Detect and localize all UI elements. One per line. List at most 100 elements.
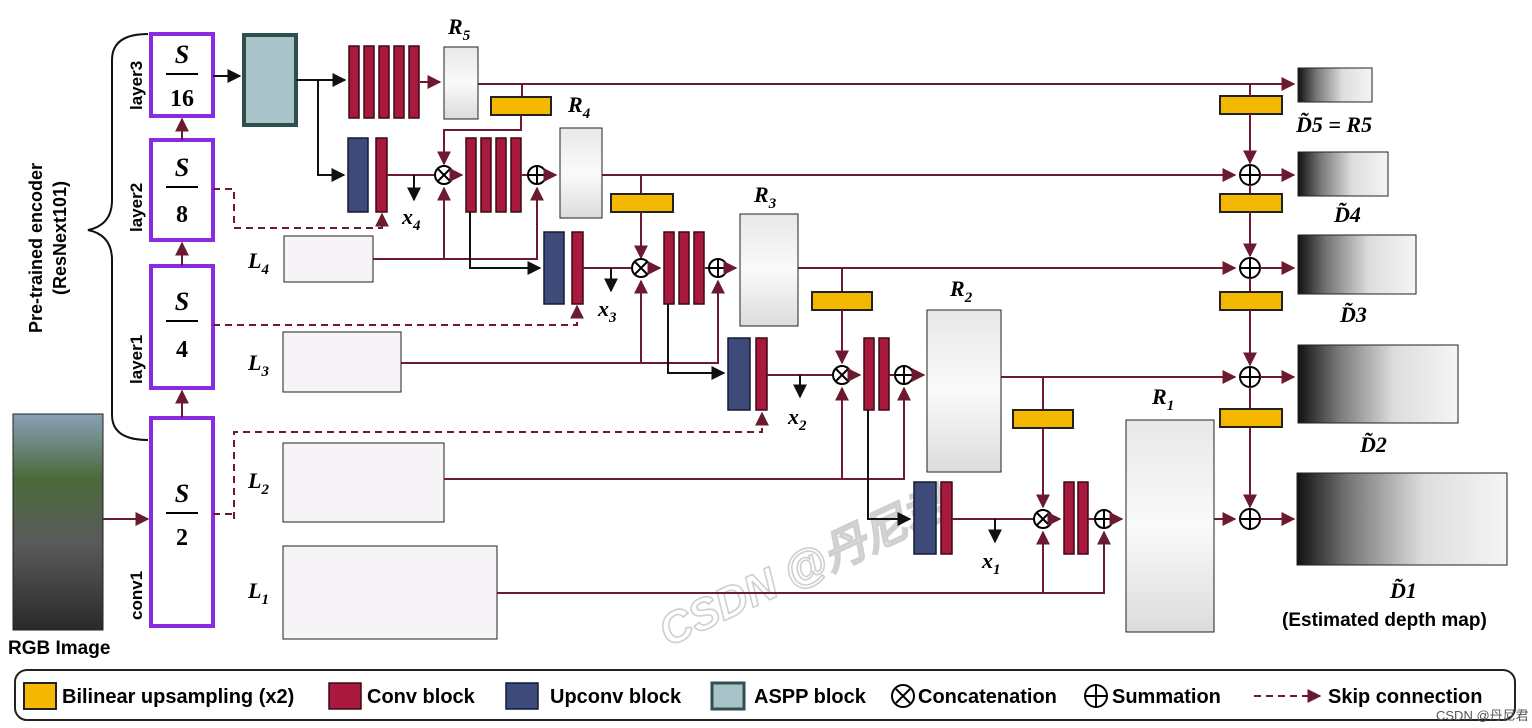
d3-map: [1297, 234, 1417, 295]
l2-label: L2: [247, 468, 269, 498]
credit: CSDN @丹尼君: [1436, 708, 1529, 723]
legend-upconv-swatch: [505, 682, 539, 710]
r4-label: R4: [567, 92, 591, 122]
x4-label: x4: [401, 204, 421, 234]
l3-label: L3: [247, 350, 269, 380]
svg-text:layer3: layer3: [127, 61, 146, 110]
r4-map: [559, 127, 603, 219]
upsample-d2: [1219, 408, 1283, 428]
encoder-bracket: [87, 33, 149, 441]
r2-map: [926, 309, 1002, 473]
conv-block-r1: [1063, 481, 1089, 555]
d4-label: D̃4: [1333, 202, 1361, 227]
svg-text:8: 8: [176, 202, 188, 228]
svg-text:layer2: layer2: [127, 183, 146, 232]
svg-text:4: 4: [176, 337, 188, 363]
x2-label: x2: [787, 404, 807, 434]
concat-node-3: [631, 258, 651, 278]
legend-aspp: ASPP block: [754, 686, 867, 708]
legend-skip: Skip connection: [1328, 686, 1482, 708]
d1-label: D̃1: [1389, 578, 1417, 603]
d5-map: [1297, 67, 1373, 103]
legend: Bilinear upsampling (x2) Conv block Upco…: [14, 669, 1516, 721]
skip-layer1: [213, 304, 584, 326]
svg-text:S: S: [175, 287, 189, 316]
rgb-image: [12, 413, 104, 631]
aspp-block: [242, 33, 298, 127]
encoder-stage-layer3: S 16 layer3: [127, 32, 215, 118]
r3-label: R3: [753, 182, 777, 212]
legend-aspp-swatch: [710, 681, 746, 711]
d5-label: D̃5 = R5: [1295, 112, 1372, 137]
upsample-r2: [1012, 409, 1074, 429]
concat-node-1: [1033, 509, 1053, 529]
sum-node-r1: [1094, 509, 1114, 529]
svg-text:S: S: [175, 479, 189, 508]
l3-map: [282, 331, 402, 393]
sum-node-r3: [708, 258, 728, 278]
sum-node-r4: [527, 165, 547, 185]
sum-node-d1: [1239, 508, 1261, 530]
svg-text:16: 16: [170, 86, 194, 112]
sum-node-d2: [1239, 366, 1261, 388]
legend-upconv: Upconv block: [550, 686, 682, 708]
legend-concat-icon: [891, 684, 915, 708]
d1-caption: (Estimated depth map): [1282, 610, 1487, 631]
legend-concat: Concatenation: [918, 686, 1057, 708]
upconv-block-3: [543, 231, 584, 305]
upsample-r4: [610, 193, 674, 213]
r2-label: R2: [949, 276, 973, 306]
legend-sum-icon: [1084, 684, 1108, 708]
l2-map: [282, 442, 445, 523]
encoder-stage-layer2: S 8 layer2: [127, 138, 215, 242]
l4-label: L4: [247, 248, 269, 278]
conv-block-r4: [465, 137, 522, 213]
aspp-to-upconv4: [317, 80, 346, 182]
svg-text:layer1: layer1: [127, 335, 146, 384]
encoder-stage-layer1: S 4 layer1: [127, 264, 215, 390]
svg-text:conv1: conv1: [127, 571, 146, 620]
x3-label: x3: [597, 296, 617, 326]
legend-conv-swatch: [328, 682, 362, 710]
svg-text:S: S: [175, 40, 189, 69]
r1-map: [1125, 419, 1215, 633]
legend-upsampling: Bilinear upsampling (x2): [62, 686, 294, 708]
legend-upsampling-swatch: [23, 682, 57, 710]
upsample-d4: [1219, 193, 1283, 213]
skip-layer2: [213, 188, 389, 229]
upsample-d5: [1219, 95, 1283, 115]
rgb-image-label: RGB Image: [8, 638, 110, 659]
legend-conv: Conv block: [367, 686, 476, 708]
d1-map: [1296, 472, 1508, 566]
upsample-d3: [1219, 291, 1283, 311]
concat-node-2: [832, 365, 852, 385]
l1-map: [282, 545, 498, 640]
l4-map: [283, 235, 374, 283]
upconv-block-2: [727, 337, 768, 411]
upsample-r3: [811, 291, 873, 311]
d2-label: D̃2: [1359, 432, 1387, 457]
conv-block-r2: [863, 337, 890, 411]
upsample-r5: [490, 96, 552, 116]
sum-node-d4: [1239, 164, 1261, 186]
conv-block-r5: [348, 45, 420, 119]
r3-map: [739, 213, 799, 327]
r5-map: [443, 46, 479, 120]
d4-map: [1297, 151, 1389, 197]
encoder-stage-conv1: S 2 conv1: [127, 416, 215, 628]
sum-node-r2: [894, 365, 914, 385]
svg-text:2: 2: [176, 525, 188, 551]
upconv-block-1: [913, 481, 953, 555]
r1-label: R1: [1151, 384, 1174, 414]
d2-map: [1297, 344, 1459, 424]
encoder-subtitle: (ResNext101): [50, 181, 70, 295]
x1-label: x1: [981, 548, 1001, 578]
d3-label: D̃3: [1339, 302, 1367, 327]
legend-sum: Summation: [1112, 686, 1221, 708]
concat-node-4: [434, 165, 454, 185]
skip-conv1: [233, 411, 769, 519]
svg-text:S: S: [175, 153, 189, 182]
conv-block-r3: [663, 231, 705, 305]
sum-node-d3: [1239, 257, 1261, 279]
